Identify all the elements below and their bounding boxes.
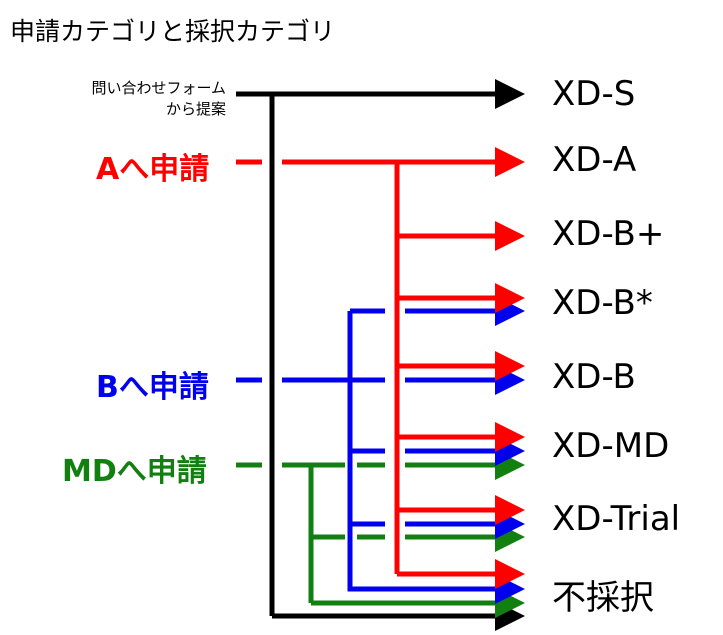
dest-xd-a: XD-A [552,140,637,180]
dest-xd-s: XD-S [552,74,636,114]
dest-xd-bplus: XD-B+ [552,214,665,254]
dest-rejected: 不採択 [552,578,654,618]
source-b-label: Bへ申請 [96,370,209,405]
source-a-label: Aへ申請 [96,152,210,187]
b-flow [236,311,525,604]
form-flow [236,79,525,631]
diagram-title: 申請カテゴリと採択カテゴリ [10,17,336,46]
source-form-label-line2: から提案 [165,100,226,118]
b-to-rejected-arrow [347,311,525,604]
source-md-label: MDへ申請 [62,454,207,489]
dest-xd-md: XD-MD [552,426,670,466]
dest-xd-trial: XD-Trial [552,499,681,539]
md-flow [236,465,520,618]
dest-xd-b: XD-B [552,357,636,397]
dest-xd-bstar: XD-B* [552,283,653,323]
a-flow [236,162,520,589]
source-form-label-line1: 問い合わせフォーム [91,79,226,97]
